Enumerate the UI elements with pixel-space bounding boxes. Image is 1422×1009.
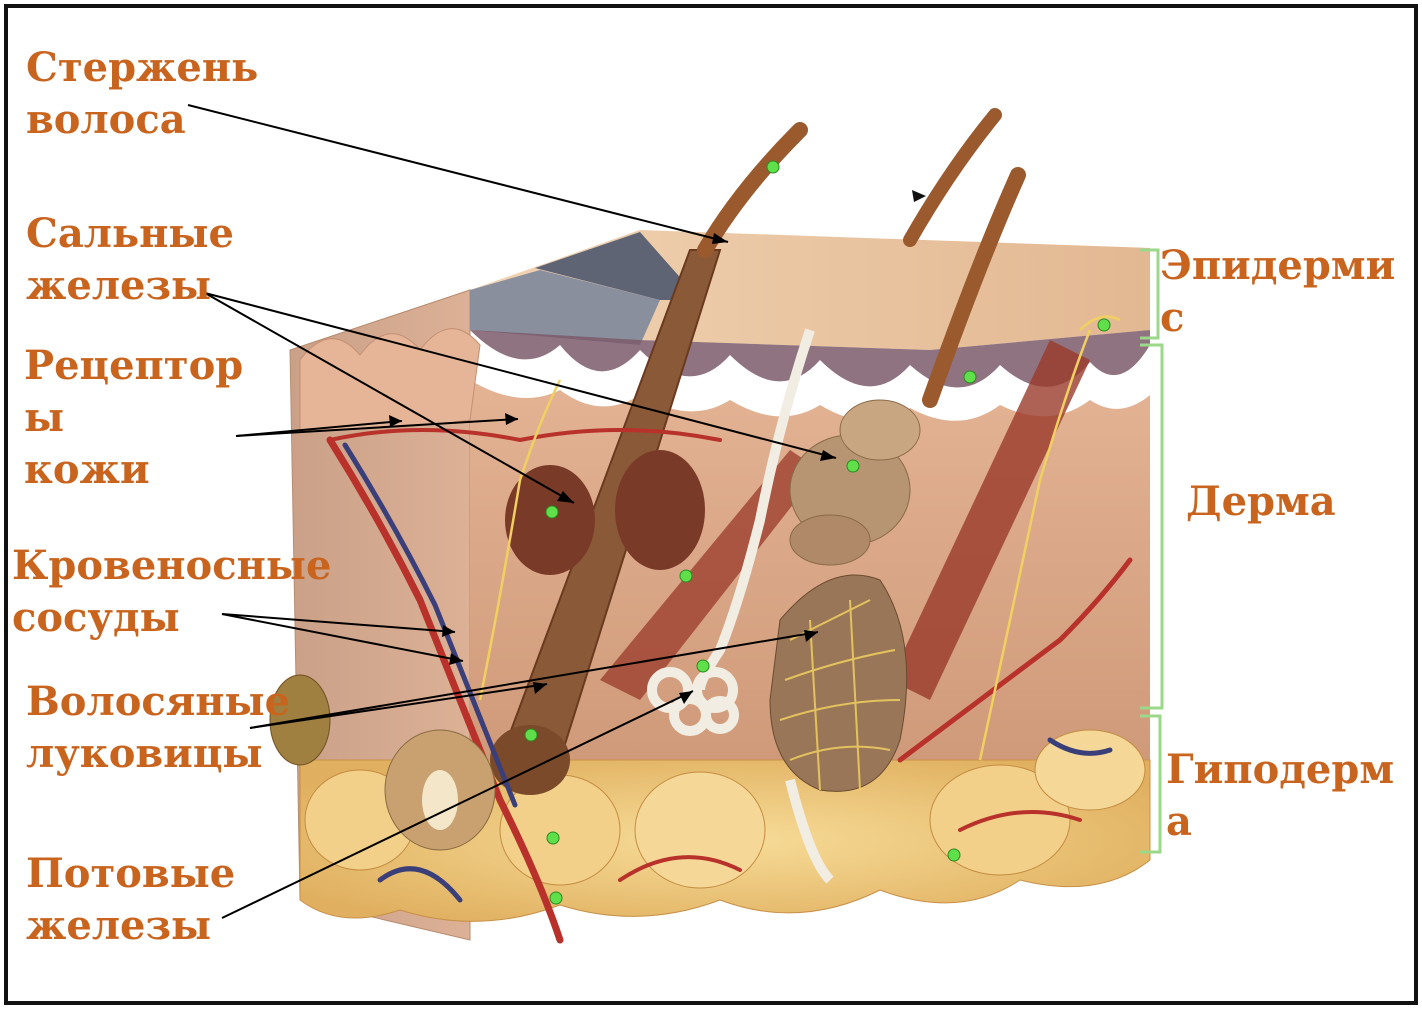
label-dermis: Дерма xyxy=(1186,476,1336,528)
sebaceous-gland-right xyxy=(840,400,920,460)
hair-shaft xyxy=(910,115,995,240)
label-hair-shaft: Стержень волоса xyxy=(26,42,258,146)
hair-shaft xyxy=(705,130,800,250)
arrow-marker xyxy=(912,190,926,202)
dermal-papillae-side xyxy=(300,329,480,430)
label-hypodermis: Гиподерм а xyxy=(1166,744,1394,848)
pacinian-corpuscle-core xyxy=(422,770,458,830)
label-sebaceous-glands: Сальные железы xyxy=(26,208,234,312)
label-hair-bulbs: Волосяные луковицы xyxy=(26,676,290,780)
label-blood-vessels: Кровеносные сосуды xyxy=(12,540,331,644)
label-skin-receptors: Рецептор ы кожи xyxy=(24,340,243,496)
label-sweat-glands: Потовые железы xyxy=(26,848,235,952)
label-epidermis: Эпидерми с xyxy=(1160,240,1395,344)
sebaceous-gland-right xyxy=(790,515,870,565)
fat-lobule xyxy=(635,772,765,888)
sebaceous-gland xyxy=(615,450,705,570)
